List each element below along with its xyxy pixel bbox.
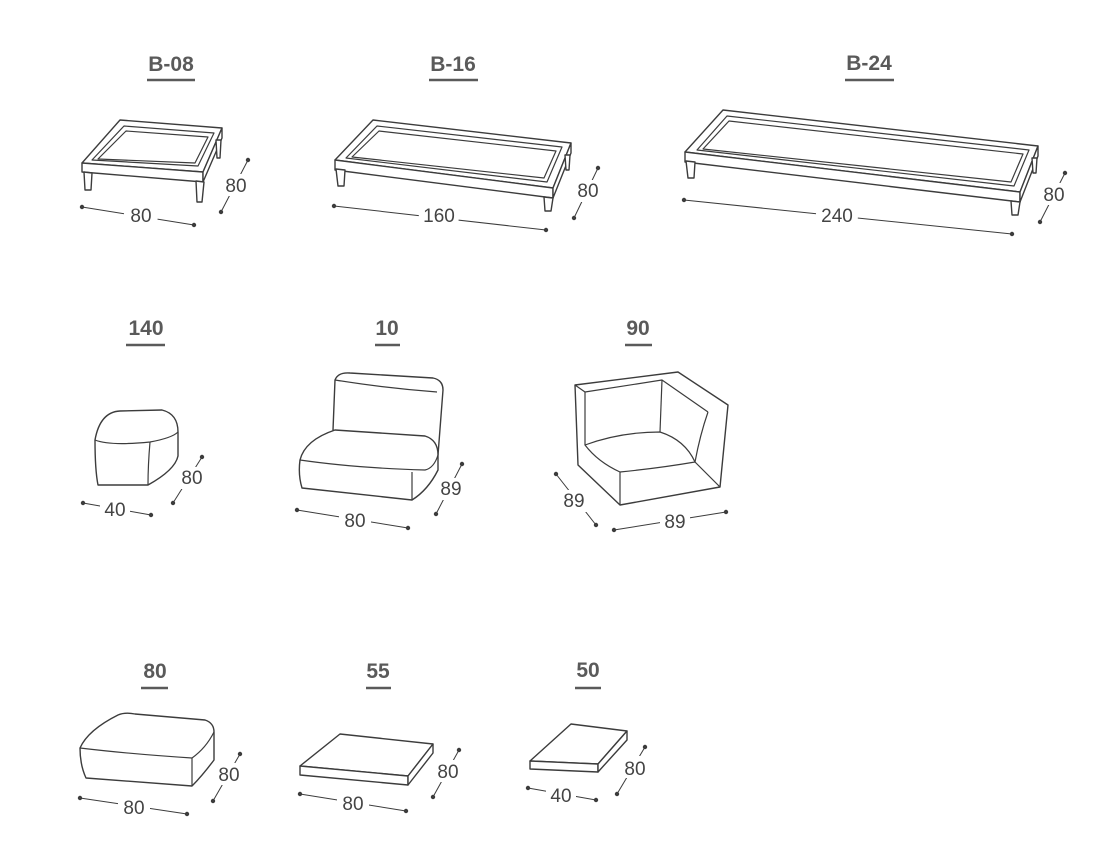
width-label: 240 [821, 206, 853, 227]
module-code: 90 [626, 317, 649, 340]
module-80: 80 80 80 [77, 660, 243, 819]
module-b08: B-08 80 80 [79, 53, 251, 228]
corner-drawing [574, 371, 729, 506]
cushion-drawing [299, 733, 434, 786]
width-label: 80 [123, 798, 144, 819]
module-55: 55 80 80 [297, 660, 462, 815]
module-10: 10 80 89 [294, 317, 465, 532]
depth-label: 80 [181, 468, 202, 489]
width-label: 40 [104, 500, 125, 521]
ottoman-drawing [79, 712, 215, 787]
depth-label: 89 [440, 479, 461, 500]
depth-label: 80 [225, 176, 246, 197]
width-label: 40 [550, 786, 571, 807]
module-code: 55 [366, 660, 390, 683]
module-b16: B-16 160 80 [331, 53, 602, 233]
module-code: B-08 [148, 53, 194, 76]
width-label: 80 [344, 511, 365, 532]
module-90: 90 89 89 [553, 317, 729, 533]
module-code: 50 [576, 659, 599, 682]
base-drawing [684, 109, 1039, 216]
module-code: B-24 [846, 52, 892, 75]
base-drawing [81, 119, 223, 203]
base-drawing [334, 119, 572, 212]
cushion-drawing [529, 723, 628, 773]
depth-label: 80 [1043, 185, 1064, 206]
width-label: 80 [130, 206, 151, 227]
depth-label: 80 [577, 181, 598, 202]
width-label: 160 [423, 206, 455, 227]
module-code: 80 [143, 660, 166, 683]
depth-label: 80 [218, 765, 239, 786]
module-b24: B-24 240 80 [681, 52, 1068, 237]
depth-label: 80 [437, 762, 458, 783]
module-50: 50 40 80 [525, 659, 649, 807]
width-label: 89 [664, 512, 685, 533]
pouf-drawing [94, 409, 179, 486]
depth-label: 89 [563, 491, 584, 512]
module-code: 140 [128, 317, 163, 340]
module-code: 10 [375, 317, 398, 340]
depth-label: 80 [624, 759, 645, 780]
chair-drawing [298, 372, 444, 501]
width-label: 80 [342, 794, 363, 815]
module-code: B-16 [430, 53, 476, 76]
module-140: 140 40 80 [80, 317, 206, 521]
